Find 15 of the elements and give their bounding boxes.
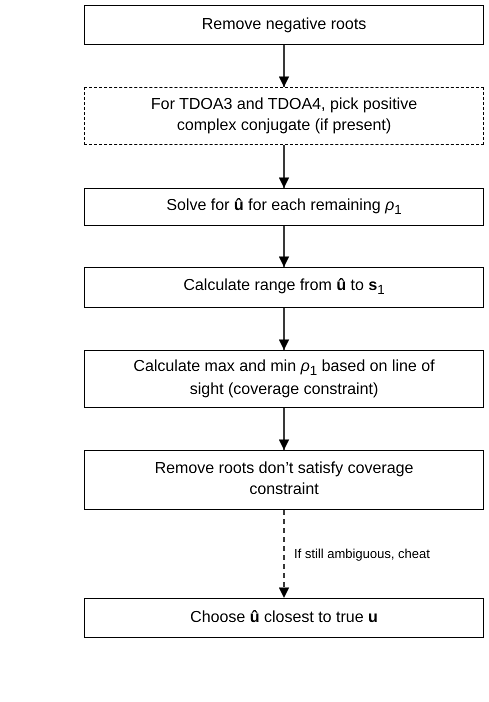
process-box bbox=[84, 350, 484, 408]
box-text: For TDOA3 and TDOA4, pick positive complex conjugate (if present) bbox=[150, 95, 418, 136]
edge-label: If still ambiguous, cheat bbox=[294, 546, 430, 561]
box-text: Calculate range from û to s$_{1}$ bbox=[183, 276, 385, 299]
box-text: Choose û closest to true u bbox=[190, 608, 378, 628]
process-box bbox=[84, 450, 484, 510]
process-box bbox=[84, 87, 484, 145]
box-text: Calculate max and min ρ$_{1}$ based on line of sight (coverage constraint) bbox=[132, 357, 436, 400]
process-box bbox=[84, 188, 484, 226]
process-box bbox=[84, 598, 484, 638]
box-text: Remove negative roots bbox=[202, 14, 366, 35]
box-text: Solve for û for each remaining ρ$_{1}$ bbox=[166, 196, 402, 218]
process-box bbox=[84, 5, 484, 45]
process-box bbox=[84, 267, 484, 308]
box-text: Remove roots don’t satisfy coverage constraint bbox=[154, 459, 414, 500]
